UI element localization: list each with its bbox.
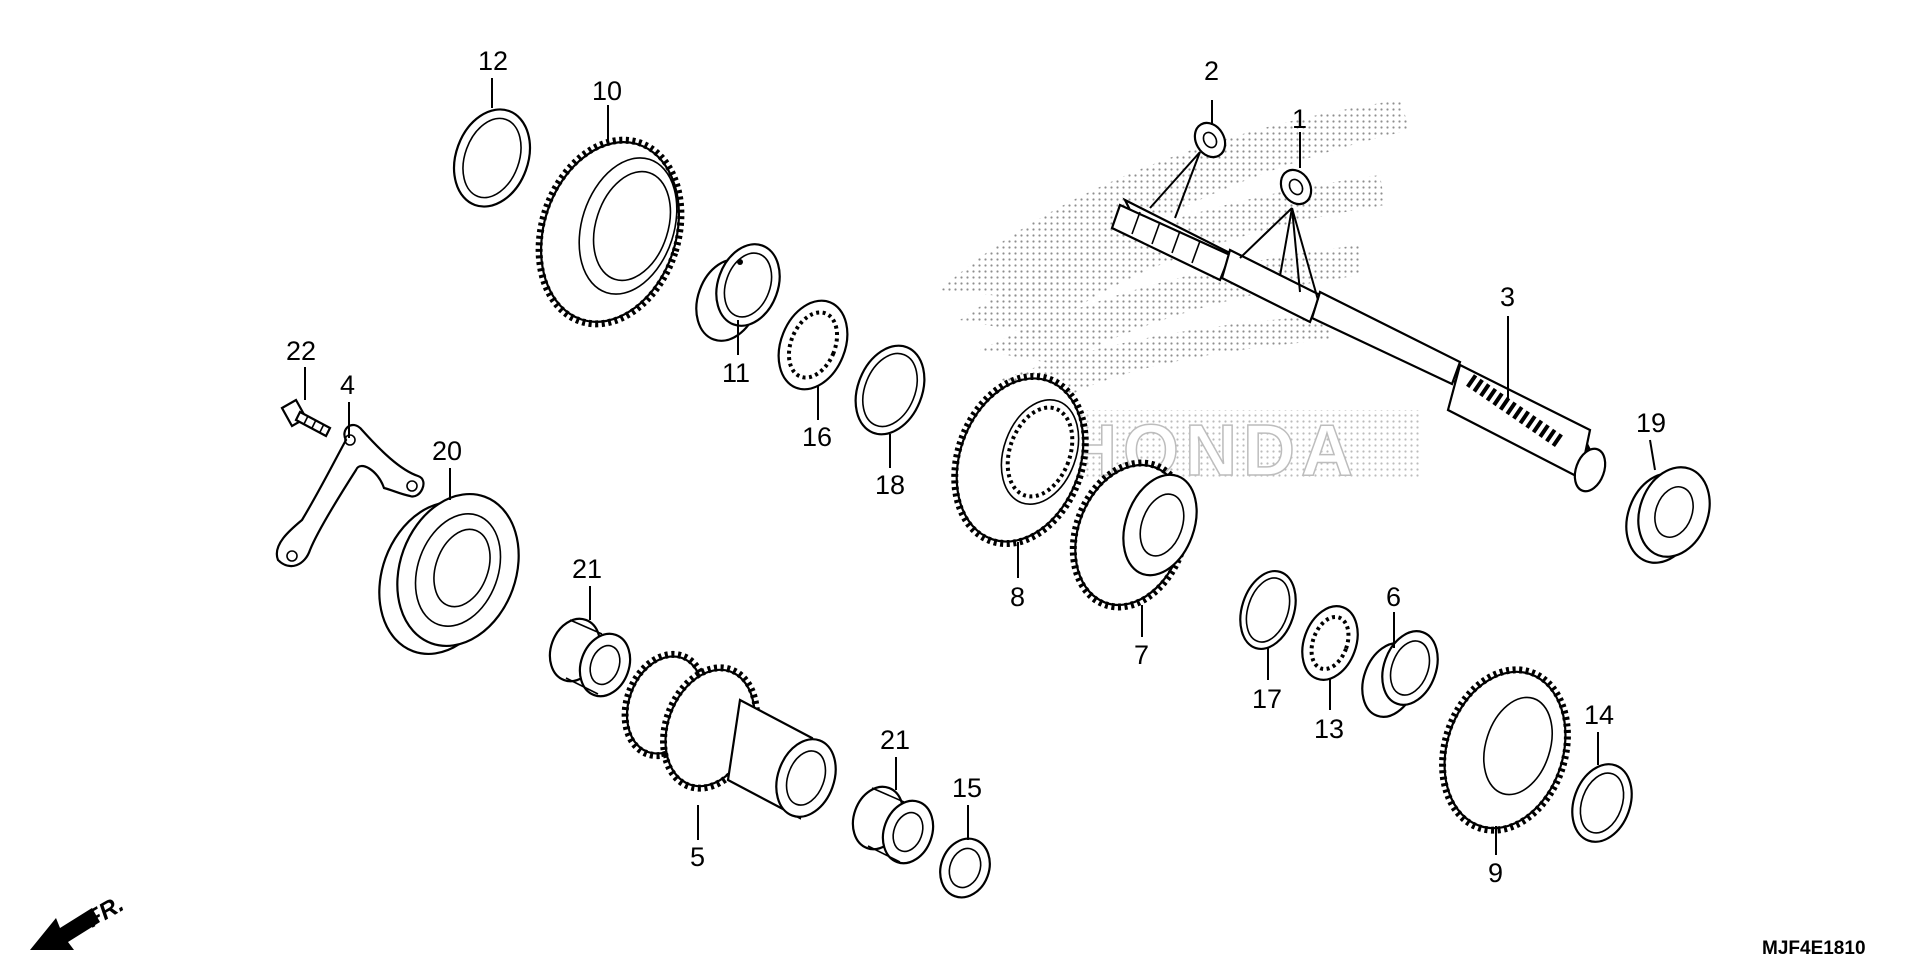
callout-6: 6 xyxy=(1386,582,1401,612)
callout-3: 3 xyxy=(1500,282,1515,312)
leader-lines xyxy=(304,78,1656,855)
part-8-gear xyxy=(951,372,1089,548)
part-21-needle-bearing-lower xyxy=(851,785,935,865)
callout-1: 1 xyxy=(1292,104,1307,134)
callout-4: 4 xyxy=(340,370,355,400)
callout-15: 15 xyxy=(952,773,982,803)
callout-5: 5 xyxy=(690,842,705,872)
callout-19: 19 xyxy=(1636,408,1666,438)
part-10-gear xyxy=(535,136,685,328)
part-3-mainshaft xyxy=(1110,197,1607,493)
front-arrow-icon xyxy=(30,908,100,950)
part-11-bushing xyxy=(695,243,781,342)
callout-8: 8 xyxy=(1010,582,1025,612)
part-16-splined-washer xyxy=(777,299,849,391)
part-17-snap-ring xyxy=(1239,570,1297,650)
callout-13: 13 xyxy=(1314,714,1344,744)
callout-21b: 21 xyxy=(880,725,910,755)
figure-code: MJF4E1810 xyxy=(1762,938,1866,959)
callout-14: 14 xyxy=(1584,700,1614,730)
part-12-washer xyxy=(452,108,532,208)
callout-10: 10 xyxy=(592,76,622,106)
callout-labels: 1 2 3 4 5 6 7 8 9 10 11 12 13 14 15 16 1… xyxy=(286,46,1666,888)
part-6-bushing xyxy=(1361,630,1439,718)
part-15-washer xyxy=(939,837,991,899)
part-5-gear-cluster xyxy=(621,650,837,820)
part-9-gear xyxy=(1439,666,1571,834)
part-18-snap-ring xyxy=(854,344,926,436)
callout-17: 17 xyxy=(1252,684,1282,714)
callout-11: 11 xyxy=(722,358,750,388)
callout-9: 9 xyxy=(1488,858,1503,888)
callout-2: 2 xyxy=(1204,56,1219,86)
part-14-washer xyxy=(1571,763,1633,843)
part-1-collar xyxy=(1279,168,1313,206)
part-2-collar xyxy=(1193,121,1227,159)
front-direction-indicator: FR. xyxy=(30,890,128,950)
part-22-bolt xyxy=(280,398,332,438)
part-20-bearing xyxy=(378,492,520,656)
callout-7: 7 xyxy=(1134,640,1149,670)
callout-16: 16 xyxy=(802,422,832,452)
callout-20: 20 xyxy=(432,436,462,466)
callout-12: 12 xyxy=(478,46,508,76)
part-13-splined-washer xyxy=(1301,605,1359,681)
callout-22: 22 xyxy=(286,336,316,366)
part-21-needle-bearing-upper xyxy=(548,617,632,698)
callout-18: 18 xyxy=(875,470,905,500)
part-19-bearing xyxy=(1625,466,1711,564)
part-7-gear xyxy=(1069,459,1198,611)
callout-21a: 21 xyxy=(572,554,602,584)
